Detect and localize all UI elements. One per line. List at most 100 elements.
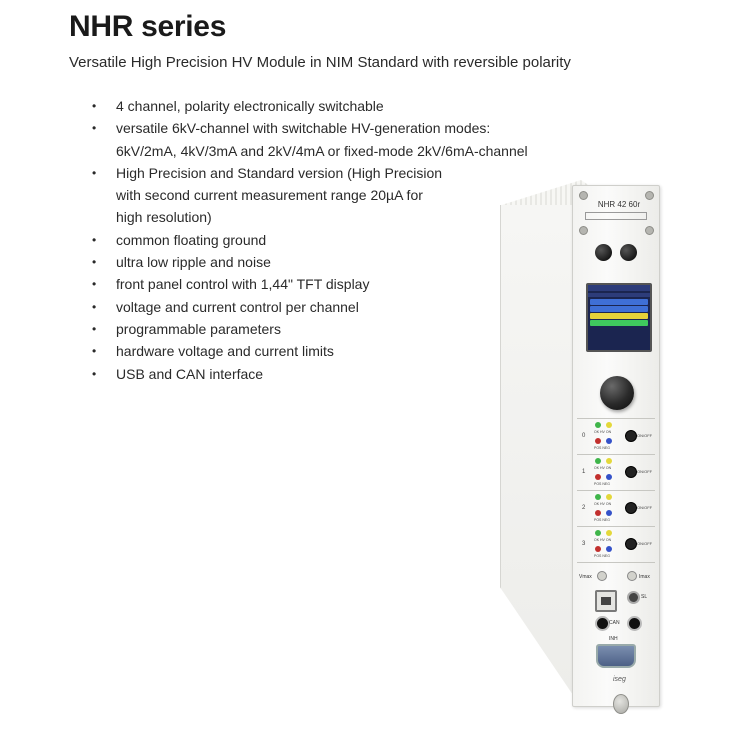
bullet-icon: • bbox=[92, 344, 97, 359]
led-neg-icon bbox=[606, 546, 612, 552]
onoff-label: ON/OFF bbox=[637, 541, 653, 546]
bullet-icon: • bbox=[92, 321, 97, 336]
feature-item: • USB and CAN interface bbox=[92, 363, 562, 385]
dsub-connector-icon bbox=[596, 644, 636, 668]
page-subtitle: Versatile High Precision HV Module in NI… bbox=[69, 54, 571, 71]
feature-text: voltage and current control per channel bbox=[116, 298, 359, 315]
display-channel-row bbox=[590, 306, 648, 312]
onoff-button bbox=[625, 538, 637, 550]
feature-text: programmable parameters bbox=[116, 320, 281, 337]
led-neg-icon bbox=[606, 474, 612, 480]
screw-icon bbox=[579, 191, 588, 200]
feature-list: • 4 channel, polarity electronically swit… bbox=[92, 95, 562, 385]
led-hv-on-icon bbox=[606, 458, 612, 464]
channel-block: 1 OK HV ON POS NEG ON/OFF bbox=[577, 454, 655, 490]
led-ok-icon bbox=[595, 494, 601, 500]
bullet-icon: • bbox=[92, 366, 97, 381]
display-header bbox=[588, 285, 650, 291]
led-label: OK HV ON bbox=[594, 502, 612, 506]
feature-item: • High Precision and Standard version (Hi… bbox=[92, 162, 562, 184]
feature-text: front panel control with 1,44" TFT displ… bbox=[116, 276, 370, 293]
bullet-icon: • bbox=[92, 299, 97, 314]
led-label: POS NEG bbox=[594, 482, 610, 486]
feature-item: with second current measurement range 20… bbox=[92, 184, 562, 206]
led-label: OK HV ON bbox=[594, 538, 612, 542]
onoff-button bbox=[625, 430, 637, 442]
feature-item: •common floating ground bbox=[92, 229, 562, 251]
tft-display bbox=[586, 283, 652, 352]
feature-text: 6kV/2mA, 4kV/3mA and 2kV/4mA or fixed-mo… bbox=[116, 142, 528, 159]
feature-item: • voltage and current control per channel bbox=[92, 296, 562, 318]
led-neg-icon bbox=[606, 438, 612, 444]
led-label: OK HV ON bbox=[594, 466, 612, 470]
feature-item: 6kV/2mA, 4kV/3mA and 2kV/4mA or fixed-mo… bbox=[92, 140, 562, 162]
led-neg-icon bbox=[606, 510, 612, 516]
bullet-icon: • bbox=[92, 121, 97, 136]
display-channel-row bbox=[590, 320, 648, 326]
sl-connector-icon bbox=[627, 591, 640, 604]
display-subheader bbox=[588, 293, 650, 297]
led-pos-icon bbox=[595, 438, 601, 444]
feature-text: high resolution) bbox=[116, 209, 212, 226]
led-label: POS NEG bbox=[594, 554, 610, 558]
vmax-potentiometer-icon bbox=[597, 571, 607, 581]
sl-label: SL bbox=[641, 594, 648, 600]
feature-text: USB and CAN interface bbox=[116, 365, 264, 382]
display-channel-row bbox=[590, 313, 648, 319]
channel-block: 2 OK HV ON POS NEG ON/OFF bbox=[577, 490, 655, 526]
bullet-icon: • bbox=[92, 255, 97, 270]
feature-text: versatile 6kV-channel with switchable HV… bbox=[116, 120, 491, 137]
module-model-label: NHR 42 60r bbox=[597, 200, 641, 209]
onoff-label: ON/OFF bbox=[637, 433, 653, 438]
feature-item: • ultra low ripple and noise bbox=[92, 251, 562, 273]
screw-icon bbox=[645, 191, 654, 200]
onoff-label: ON/OFF bbox=[637, 505, 653, 510]
vmax-label: Vmax bbox=[579, 574, 592, 580]
led-pos-icon bbox=[595, 510, 601, 516]
can-jack-icon bbox=[627, 616, 642, 631]
channel-number: 1 bbox=[582, 469, 586, 475]
inh-label: INH bbox=[609, 636, 618, 642]
imax-label: Imax bbox=[639, 574, 650, 580]
led-hv-on-icon bbox=[606, 422, 612, 428]
led-label: POS NEG bbox=[594, 518, 610, 522]
bullet-icon: • bbox=[92, 165, 97, 180]
bullet-icon: • bbox=[92, 232, 97, 247]
usb-port-icon bbox=[595, 590, 617, 612]
module-front-panel: NHR 42 60r 0 OK HV ON POS NEG ON/OFF bbox=[572, 185, 660, 714]
can-jack-icon bbox=[595, 616, 610, 631]
channel-number: 3 bbox=[582, 541, 586, 547]
imax-potentiometer-icon bbox=[627, 571, 637, 581]
iseg-logo: iseg bbox=[613, 676, 626, 683]
screw-icon bbox=[645, 226, 654, 235]
bullet-icon: • bbox=[92, 277, 97, 292]
led-hv-on-icon bbox=[606, 494, 612, 500]
led-ok-icon bbox=[595, 422, 601, 428]
feature-item: high resolution) bbox=[92, 206, 562, 228]
led-ok-icon bbox=[595, 458, 601, 464]
can-label: CAN bbox=[609, 620, 620, 626]
led-hv-on-icon bbox=[606, 530, 612, 536]
channel-block: 0 OK HV ON POS NEG ON/OFF bbox=[577, 418, 655, 454]
onoff-button bbox=[625, 502, 637, 514]
feature-text: with second current measurement range 20… bbox=[116, 187, 423, 204]
led-pos-icon bbox=[595, 474, 601, 480]
page-title: NHR series bbox=[69, 10, 227, 43]
control-knob-icon bbox=[595, 244, 612, 261]
led-label: OK HV ON bbox=[594, 430, 612, 434]
feature-text: ultra low ripple and noise bbox=[116, 254, 271, 271]
display-channel-row bbox=[590, 299, 648, 305]
feature-text: High Precision and Standard version (Hig… bbox=[116, 164, 443, 181]
channel-number: 2 bbox=[582, 505, 586, 511]
channel-block: 3 OK HV ON POS NEG ON/OFF bbox=[577, 526, 655, 562]
onoff-label: ON/OFF bbox=[637, 469, 653, 474]
feature-item: • programmable parameters bbox=[92, 318, 562, 340]
screw-icon bbox=[579, 226, 588, 235]
feature-text: 4 channel, polarity electronically switc… bbox=[116, 98, 384, 114]
led-ok-icon bbox=[595, 530, 601, 536]
module-model-plate bbox=[585, 212, 647, 220]
rotary-encoder-icon bbox=[600, 376, 634, 410]
feature-text: hardware voltage and current limits bbox=[116, 343, 334, 360]
control-knob-icon bbox=[620, 244, 637, 261]
